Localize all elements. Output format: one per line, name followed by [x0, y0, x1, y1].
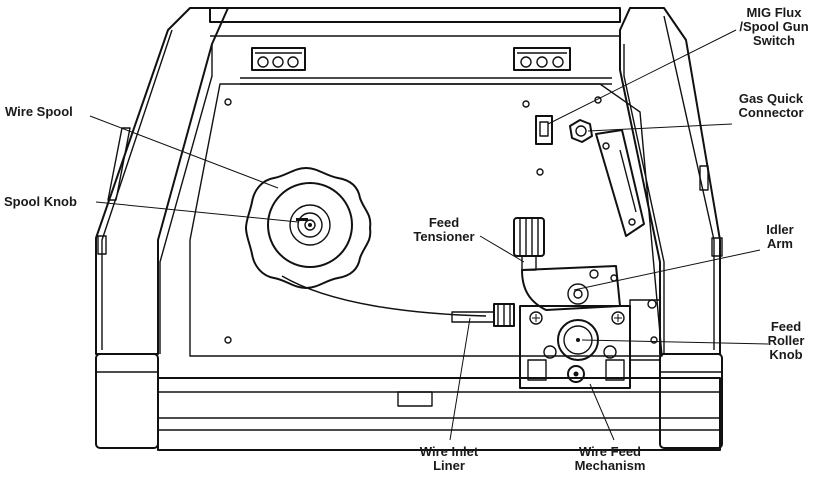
leader-gas-connector	[587, 123, 733, 132]
top-rail	[209, 7, 621, 85]
label-gas-connector: Gas Quick Connector	[726, 92, 816, 120]
label-line: Wire Feed	[578, 444, 641, 459]
leader-wire-inlet	[449, 317, 471, 441]
label-line: Roller	[767, 333, 805, 348]
wire-feed-mechanism-body	[519, 299, 661, 389]
idler-arm-body	[521, 265, 621, 311]
label-wire-inlet-liner: Wire Inlet Liner	[404, 445, 494, 473]
label-wire-spool: Wire Spool	[5, 105, 73, 119]
leader-feed-roller	[581, 339, 769, 345]
label-line: Mechanism	[574, 458, 646, 473]
wire-spool-body	[245, 167, 372, 289]
feed-tensioner-body	[513, 217, 545, 271]
top-latch-right	[513, 47, 571, 71]
label-line: MIG Flux	[746, 5, 802, 20]
base-frame	[157, 377, 721, 451]
label-line: Wire Inlet	[419, 444, 479, 459]
label-feed-roller-knob: Feed Roller Knob	[756, 320, 816, 362]
label-mig-switch: MIG Flux /Spool Gun Switch	[730, 6, 818, 48]
label-wire-feed-mechanism: Wire Feed Mechanism	[558, 445, 662, 473]
label-line: Tensioner	[413, 229, 475, 244]
inner-panel	[189, 83, 663, 357]
label-line: Feed	[770, 319, 802, 334]
top-latch-left	[251, 47, 306, 71]
label-line: Knob	[769, 347, 803, 362]
wire-path	[281, 275, 515, 327]
leader-feed-tensioner	[479, 235, 525, 263]
label-line: Feed	[428, 215, 460, 230]
label-line: Gas Quick	[738, 91, 804, 106]
left-side-panel	[95, 7, 229, 449]
leader-lines	[89, 29, 769, 441]
label-line: Connector	[738, 105, 804, 120]
label-feed-tensioner: Feed Tensioner	[408, 216, 480, 244]
label-line: Spool Knob	[4, 194, 77, 209]
leader-wire-feed	[589, 383, 615, 441]
label-line: Liner	[433, 458, 465, 473]
leader-spool-knob	[95, 201, 299, 223]
right-side-panel	[619, 7, 723, 449]
label-line: Arm	[766, 236, 793, 251]
gas-connector-body	[569, 119, 593, 143]
leader-idler-arm	[573, 249, 761, 291]
label-spool-knob: Spool Knob	[4, 195, 77, 209]
gas-bracket	[595, 129, 645, 237]
label-line: Idler	[766, 222, 794, 237]
label-line: Switch	[753, 33, 795, 48]
label-line: /Spool Gun	[739, 19, 809, 34]
mig-switch-body	[535, 115, 553, 145]
label-line: Wire Spool	[5, 104, 73, 119]
leader-wire-spool	[89, 115, 279, 189]
label-idler-arm: Idler Arm	[752, 223, 808, 251]
leader-mig-switch	[547, 29, 737, 125]
